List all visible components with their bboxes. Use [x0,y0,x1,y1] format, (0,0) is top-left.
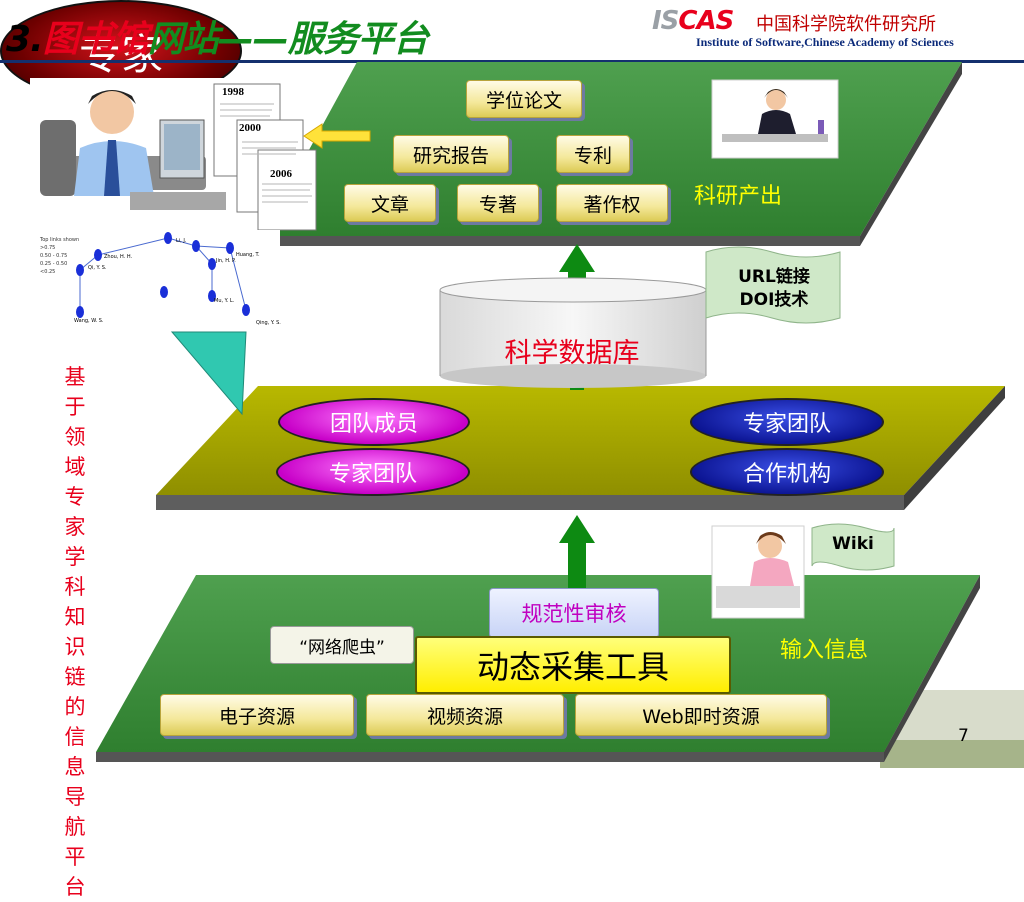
url-flag-line1: URL链接 [738,267,810,287]
callout-wedge [170,331,247,416]
resource-video[interactable]: 视频资源 [366,694,564,736]
header-divider [0,60,1024,63]
person-computer-icon [30,78,230,228]
org-name-cn: 中国科学院软件研究所 [756,14,936,35]
iscas-logo: ISCAS [652,6,734,36]
url-flag-line2: DOI技术 [739,290,809,310]
node-team-members[interactable]: 团队成员 [278,398,470,446]
item-article[interactable]: 文章 [344,184,436,222]
network-node-label: Li, J. [176,238,187,244]
wiki-text: Wiki [832,534,874,554]
org-name-en: Institute of Software,Chinese Academy of… [696,35,954,49]
network-node-label: Zhou, H. H. [104,254,133,260]
wiki-flag [811,523,895,571]
slide-title: 3.图书馆网站——服务平台 [6,10,429,62]
network-legend-row: 0.50 - 0.75 [40,253,68,259]
network-node-label: Wang, W. S. [74,318,104,324]
network-node-label: Qing, Y. S. [256,320,281,326]
network-node-label: Mu, Y. L. [214,298,235,304]
node-expert-team-left[interactable]: 专家团队 [276,448,470,496]
woman-desk-icon [711,79,839,159]
network-node-label: Huang, T. [236,252,260,258]
logo-mark-b: CAS [678,6,734,36]
logo-mark-a: IS [652,6,679,36]
doc-year: 1998 [222,86,244,98]
web-crawler-label[interactable]: “网络爬虫” [270,626,414,664]
item-research-report[interactable]: 研究报告 [393,135,509,173]
title-part-red: 图书馆 [42,19,149,60]
node-expert-team-right[interactable]: 专家团队 [690,398,884,446]
arrow-up-to-experts [559,515,595,590]
standard-review-button[interactable]: 规范性审核 [489,588,659,638]
doc-year: 2000 [239,122,261,134]
resource-web-realtime[interactable]: Web即时资源 [575,694,827,736]
network-legend-title: Top links shown [40,237,80,243]
coauthor-network-graph [30,230,280,330]
network-legend-row: >0.75 [40,245,56,251]
node-partner-institutions[interactable]: 合作机构 [690,448,884,496]
url-doi-text: URL链接 DOI技术 [712,266,836,312]
side-caption: 基于领域专家学科知识链的信息导航平台 [64,365,86,899]
item-patent[interactable]: 专利 [556,135,630,173]
dynamic-collection-tool[interactable]: 动态采集工具 [415,636,731,694]
network-node-label: Qi, Y. S. [88,265,107,271]
label-input-info: 输入信息 [780,638,869,663]
database-label: 科学数据库 [504,337,640,369]
network-legend-row: 0.25 - 0.50 [40,261,68,267]
resource-electronic[interactable]: 电子资源 [160,694,354,736]
item-thesis[interactable]: 学位论文 [466,80,582,118]
item-copyright[interactable]: 著作权 [556,184,668,222]
woman-phone-icon [711,525,805,619]
title-part-green: 网站——服务平台 [147,19,429,60]
title-number: 3. [6,19,44,60]
page-number: 7 [958,726,969,746]
network-legend: Top links shown >0.75 0.50 - 0.75 0.25 -… [40,236,79,276]
item-monograph[interactable]: 专著 [457,184,539,222]
database-cylinder-icon [439,277,707,388]
url-doi-flag [705,246,841,324]
network-node-label: Jin, H. P. [216,258,236,264]
doc-year: 2006 [270,168,292,180]
document-stack-icon [213,83,317,231]
pointer-arrow-icon [303,123,371,149]
label-research-output: 科研产出 [694,184,783,209]
network-legend-row: <0.25 [40,269,56,275]
